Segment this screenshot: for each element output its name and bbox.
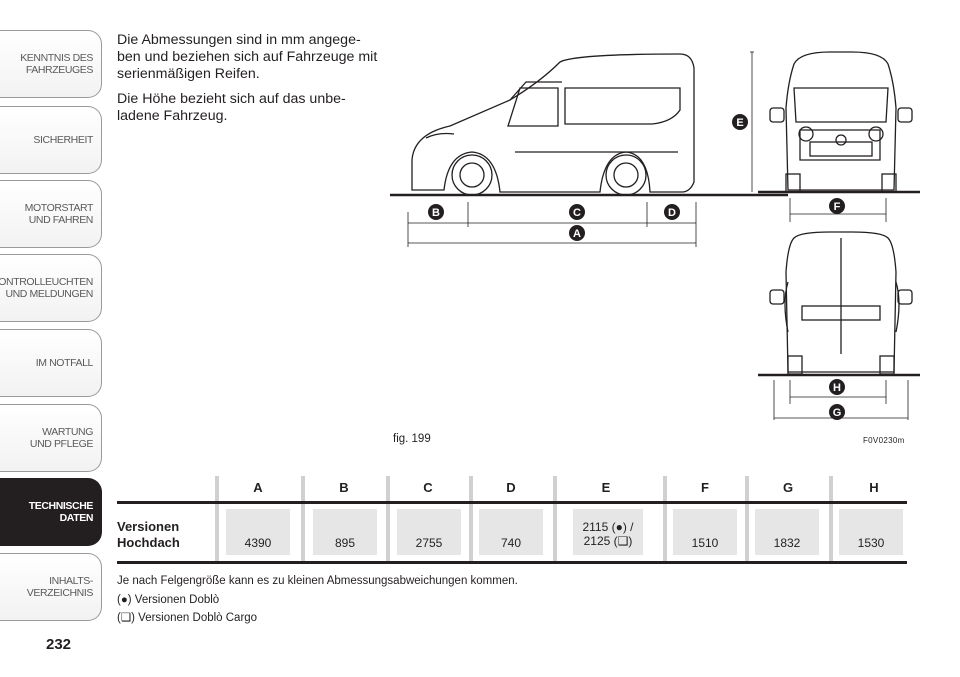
rear-wheel-icon bbox=[605, 154, 647, 196]
row-label-versionen-hochdach: Versionen Hochdach bbox=[117, 519, 180, 550]
tab-kenntnis-des-fahrzeuges[interactable]: KENNTNIS DES FAHRZEUGES bbox=[0, 30, 102, 98]
intro-paragraph-dimensions: Die Abmessungen sind in mm angege-ben un… bbox=[117, 32, 378, 82]
cell-d: 740 bbox=[479, 509, 543, 555]
note-versionen-doblo: (●) Versionen Doblò bbox=[117, 593, 220, 606]
dimension-label-h: H bbox=[829, 379, 845, 395]
tab-im-notfall[interactable]: IM NOTFALL bbox=[0, 329, 102, 397]
intro-paragraph-height: Die Höhe bezieht sich auf das unbe-laden… bbox=[117, 91, 346, 124]
tab-kontrolleuchten-und-meldungen[interactable]: KONTROLLEUCHTEN UND MELDUNGEN bbox=[0, 254, 102, 322]
column-separator bbox=[553, 476, 557, 564]
svg-text:B: B bbox=[432, 207, 440, 219]
svg-text:C: C bbox=[573, 207, 581, 219]
cell-b: 895 bbox=[313, 509, 377, 555]
figure-code: F0V0230m bbox=[863, 436, 905, 445]
intro-text: Die Abmessungen sind in mm angege-ben un… bbox=[117, 32, 379, 133]
dimension-label-d: D bbox=[664, 204, 680, 220]
svg-text:G: G bbox=[833, 407, 842, 419]
cell-f: 1510 bbox=[673, 509, 737, 555]
column-separator bbox=[745, 476, 749, 564]
van-side-view bbox=[411, 53, 695, 196]
column-separator bbox=[386, 476, 390, 564]
column-header-f: F bbox=[701, 480, 709, 495]
note-rim-size: Je nach Felgengröße kann es zu kleinen A… bbox=[117, 575, 518, 587]
column-header-h: H bbox=[869, 480, 879, 495]
svg-text:H: H bbox=[833, 382, 841, 394]
svg-text:E: E bbox=[736, 117, 743, 129]
column-separator bbox=[469, 476, 473, 564]
tab-motorstart-und-fahren[interactable]: MOTORSTART UND FAHREN bbox=[0, 180, 102, 248]
dimension-label-c: C bbox=[569, 204, 585, 220]
dimension-label-b: B bbox=[428, 204, 444, 220]
tab-wartung-und-pflege[interactable]: WARTUNG UND PFLEGE bbox=[0, 404, 102, 472]
figure-caption: fig. 199 bbox=[393, 433, 431, 445]
column-separator bbox=[829, 476, 833, 564]
front-wheel-icon bbox=[451, 154, 493, 196]
column-separator bbox=[301, 476, 305, 564]
column-separator bbox=[215, 476, 219, 564]
svg-text:A: A bbox=[573, 228, 581, 240]
cell-h: 1530 bbox=[839, 509, 903, 555]
column-header-b: B bbox=[339, 480, 349, 495]
dimension-label-f: F bbox=[829, 198, 845, 214]
column-header-a: A bbox=[253, 480, 263, 495]
column-separator bbox=[663, 476, 667, 564]
footnotes: Je nach Felgengröße kann es zu kleinen A… bbox=[117, 572, 518, 628]
column-header-g: G bbox=[782, 480, 794, 495]
svg-text:D: D bbox=[668, 207, 676, 219]
van-rear-view bbox=[769, 231, 913, 375]
vehicle-dimensions-figure: A B C D E F G H bbox=[390, 51, 920, 420]
table-footer-rule bbox=[117, 561, 907, 564]
dimension-label-a: A bbox=[569, 225, 585, 241]
page-number: 232 bbox=[46, 636, 72, 653]
dimensions-table: A B C D E F G H Versionen Hochdach 4390 … bbox=[117, 476, 907, 566]
cell-a: 4390 bbox=[226, 509, 290, 555]
cell-g: 1832 bbox=[755, 509, 819, 555]
column-header-d: D bbox=[506, 480, 516, 495]
dimension-label-g: G bbox=[829, 404, 845, 420]
column-header-c: C bbox=[423, 480, 433, 495]
tab-inhaltsverzeichnis[interactable]: INHALTS- VERZEICHNIS bbox=[0, 553, 102, 621]
note-versionen-doblo-cargo: (❑) Versionen Doblò Cargo bbox=[117, 612, 258, 624]
cell-e: 2115 (●) / 2125 (❑) bbox=[573, 509, 643, 555]
tab-sicherheit[interactable]: SICHERHEIT bbox=[0, 106, 102, 174]
cell-c: 2755 bbox=[397, 509, 461, 555]
dimension-label-e: E bbox=[732, 114, 748, 130]
tab-technische-daten[interactable]: TECHNISCHE DATEN bbox=[0, 478, 102, 546]
svg-text:F: F bbox=[834, 201, 841, 213]
table-header-rule bbox=[117, 501, 907, 504]
column-header-e: E bbox=[601, 480, 611, 495]
van-front-view bbox=[769, 51, 913, 193]
